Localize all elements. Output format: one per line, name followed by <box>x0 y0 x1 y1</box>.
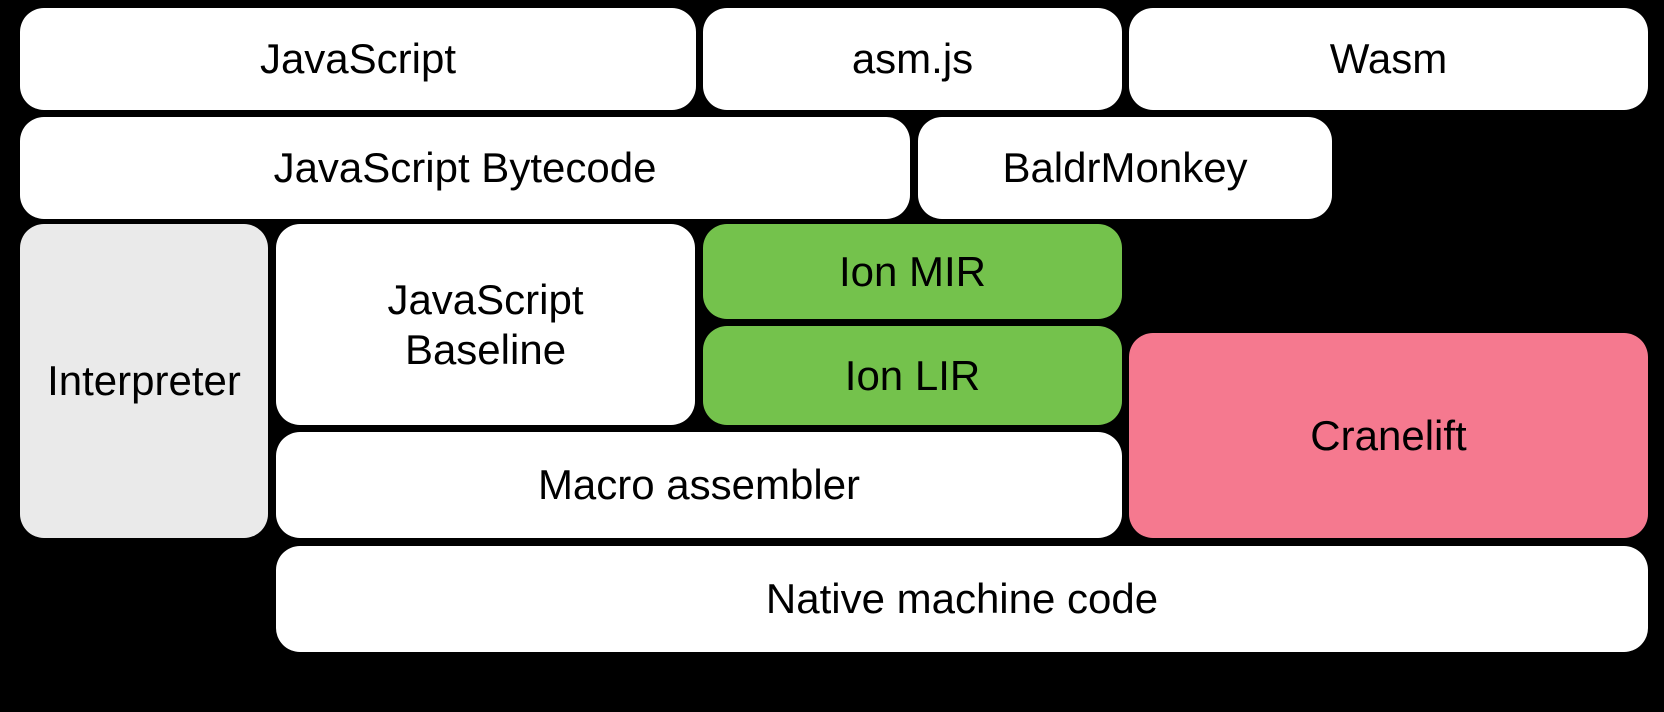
node-macro-assembler[interactable]: Macro assembler <box>276 432 1122 538</box>
node-javascript-baseline[interactable]: JavaScript Baseline <box>276 224 695 425</box>
node-javascript[interactable]: JavaScript <box>20 8 696 110</box>
node-cranelift[interactable]: Cranelift <box>1129 333 1648 538</box>
node-interpreter[interactable]: Interpreter <box>20 224 268 538</box>
node-ion-lir[interactable]: Ion LIR <box>703 326 1122 425</box>
node-baldrmonkey[interactable]: BaldrMonkey <box>918 117 1332 219</box>
node-wasm[interactable]: Wasm <box>1129 8 1648 110</box>
node-native-machine-code[interactable]: Native machine code <box>276 546 1648 652</box>
node-javascript-bytecode[interactable]: JavaScript Bytecode <box>20 117 910 219</box>
node-asmjs[interactable]: asm.js <box>703 8 1122 110</box>
node-ion-mir[interactable]: Ion MIR <box>703 224 1122 319</box>
